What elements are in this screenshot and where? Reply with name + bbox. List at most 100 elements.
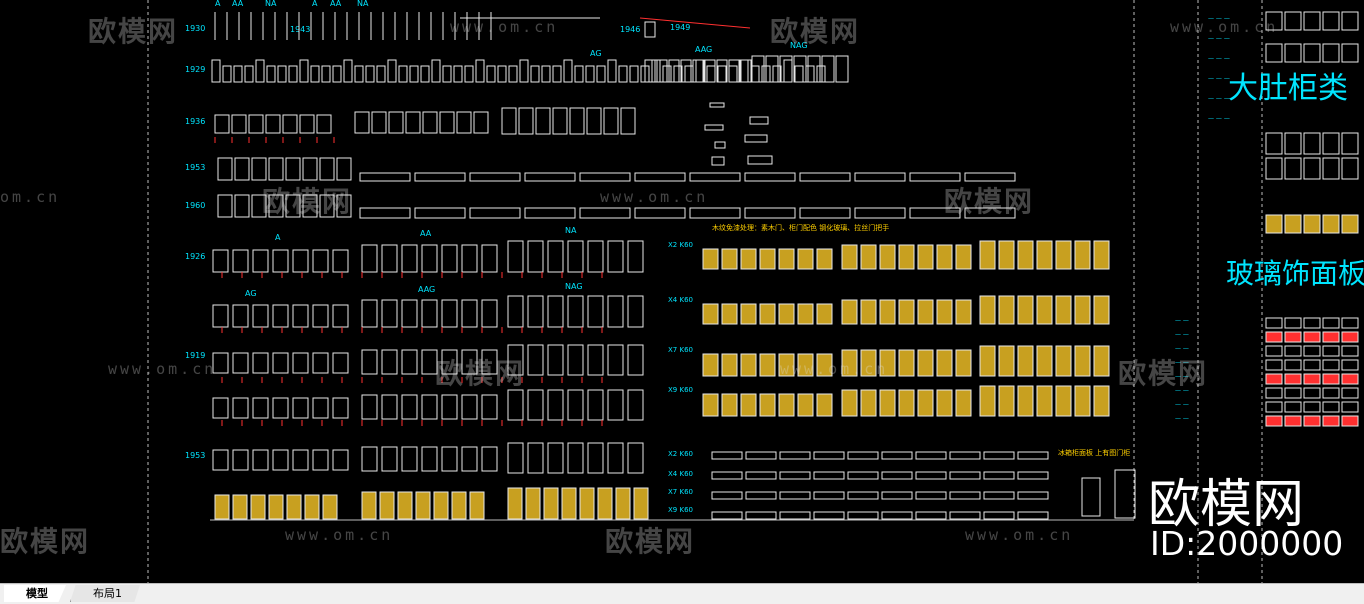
cabinet-outline — [439, 111, 455, 134]
group-label: AAG — [695, 45, 712, 54]
panel-outline — [813, 511, 845, 520]
cabinet-outline — [1265, 43, 1283, 63]
panel-outline — [711, 451, 743, 460]
glass-panel — [1341, 317, 1359, 329]
panel-outline — [359, 172, 411, 182]
cabinet-outline — [627, 442, 644, 474]
glass-panel — [1284, 401, 1302, 413]
glass-panel — [597, 487, 613, 520]
cabinet-outline — [1284, 157, 1302, 180]
cabinet-outline — [302, 194, 318, 218]
cabinet-outline — [409, 65, 419, 83]
panel-outline — [1017, 451, 1049, 460]
layout-tab-bar: 模型 布局1 — [0, 583, 1364, 604]
glass-panel — [1017, 345, 1034, 377]
panel-outline — [634, 172, 686, 182]
glass-panel — [250, 494, 266, 520]
cabinet-outline — [252, 397, 269, 419]
panel-outline — [813, 451, 845, 460]
cabinet-outline — [401, 394, 418, 420]
glass-panel — [361, 491, 377, 520]
panel-outline — [854, 172, 906, 182]
glass-panel — [721, 393, 738, 417]
tab-model[interactable]: 模型 — [4, 585, 66, 602]
cabinet-outline — [567, 240, 584, 273]
cabinet-outline — [312, 397, 329, 419]
cabinet-outline — [627, 295, 644, 328]
glass-panel — [898, 299, 915, 325]
panel-outline — [813, 491, 845, 500]
cabinet-outline — [1322, 43, 1340, 63]
panel-outline — [744, 207, 796, 219]
panel-outline — [949, 451, 981, 460]
panel-outline — [634, 207, 686, 219]
cabinet-outline — [441, 349, 458, 375]
glass-panel — [740, 303, 757, 325]
panel-outline — [813, 471, 845, 480]
cabinet-outline — [618, 65, 628, 83]
glass-panel — [1265, 401, 1283, 413]
cabinet-outline — [716, 59, 728, 83]
panel-outline — [744, 172, 796, 182]
glass-panel — [507, 487, 523, 520]
glass-panel — [1284, 345, 1302, 357]
glass-panel — [816, 353, 833, 377]
cabinet-outline — [401, 244, 418, 273]
side-label: X9 K60 — [668, 386, 693, 394]
glass-panel — [979, 345, 996, 377]
cabinet-outline — [268, 157, 284, 181]
glass-panel — [1303, 415, 1321, 427]
glass-panel — [1074, 385, 1091, 417]
panel-outline — [749, 116, 769, 125]
cabinet-outline — [475, 59, 485, 83]
glass-panel — [304, 494, 320, 520]
cabinet-outline — [507, 344, 524, 376]
cabinet-outline — [265, 114, 281, 134]
glass-panel — [816, 393, 833, 417]
panel-outline — [709, 102, 725, 108]
cabinet-outline — [751, 55, 765, 83]
cabinet-outline — [234, 157, 250, 181]
panel-outline — [847, 511, 879, 520]
cabinet-outline — [607, 240, 624, 273]
cabinet-outline — [336, 194, 352, 218]
cabinet-outline — [569, 107, 585, 135]
glass-panel — [1017, 385, 1034, 417]
cabinet-outline — [728, 65, 738, 83]
cabinet-outline — [422, 111, 438, 134]
glass-panel — [917, 349, 934, 377]
panel-outline — [881, 511, 913, 520]
cabinet-outline — [312, 352, 329, 374]
panel-outline — [359, 207, 411, 219]
panel-outline — [915, 511, 947, 520]
cad-text: — — — [1175, 359, 1189, 366]
cabinet-outline — [268, 194, 284, 218]
panel-outline — [747, 155, 773, 165]
panel-outline — [983, 471, 1015, 480]
cabinet-outline — [292, 397, 309, 419]
cabinet-outline — [518, 107, 534, 135]
cabinet-outline — [547, 389, 564, 421]
cabinet-outline — [321, 65, 331, 83]
top-label: AA — [232, 0, 244, 8]
panel-outline — [745, 491, 777, 500]
tab-layout1[interactable]: 布局1 — [70, 585, 140, 602]
cabinet-outline — [222, 65, 232, 83]
cabinet-outline — [332, 352, 349, 374]
cabinet-outline — [684, 65, 694, 83]
cabinet-outline — [252, 249, 269, 273]
panel-outline — [414, 172, 466, 182]
cabinet-outline — [603, 107, 619, 135]
group-label: AG — [245, 289, 257, 298]
glass-panel — [778, 303, 795, 325]
side-label: X2 K60 — [668, 450, 693, 458]
cabinet-outline — [464, 65, 474, 83]
glass-panel — [1303, 214, 1321, 234]
cabinet-outline — [706, 65, 716, 83]
cabinet-outline — [272, 352, 289, 374]
cabinet-outline — [272, 397, 289, 419]
cabinet-outline — [481, 446, 498, 472]
glass-panel — [879, 389, 896, 417]
